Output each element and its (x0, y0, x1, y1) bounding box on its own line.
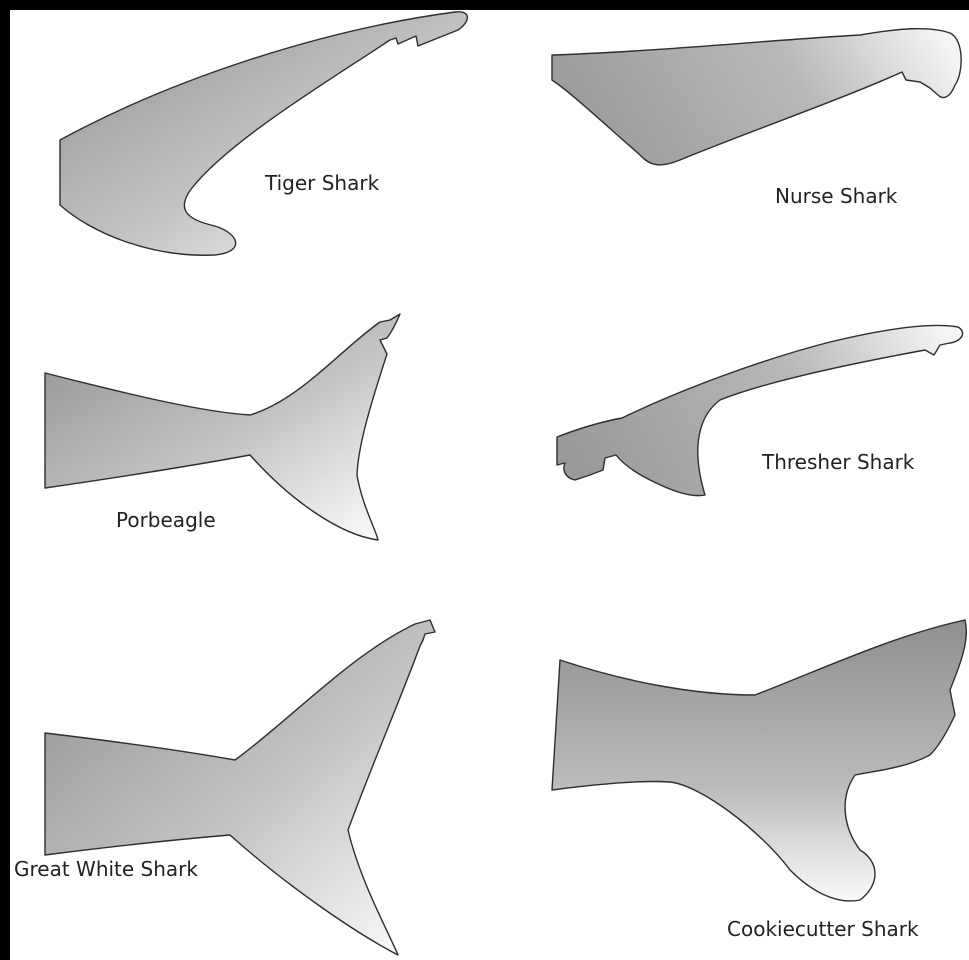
cookiecutter-shark-tail (552, 620, 966, 901)
tiger-shark-label: Tiger Shark (264, 171, 380, 195)
great-white-shark-tail (45, 620, 435, 955)
nurse-shark-tail (552, 29, 961, 165)
thresher-shark-label: Thresher Shark (761, 450, 915, 474)
porbeagle-tail (45, 314, 400, 540)
tiger-shark-tail (60, 12, 467, 255)
great-white-shark-label: Great White Shark (14, 857, 198, 881)
nurse-shark-label: Nurse Shark (775, 184, 898, 208)
porbeagle-label: Porbeagle (116, 508, 216, 532)
cookiecutter-shark-label: Cookiecutter Shark (727, 917, 919, 941)
